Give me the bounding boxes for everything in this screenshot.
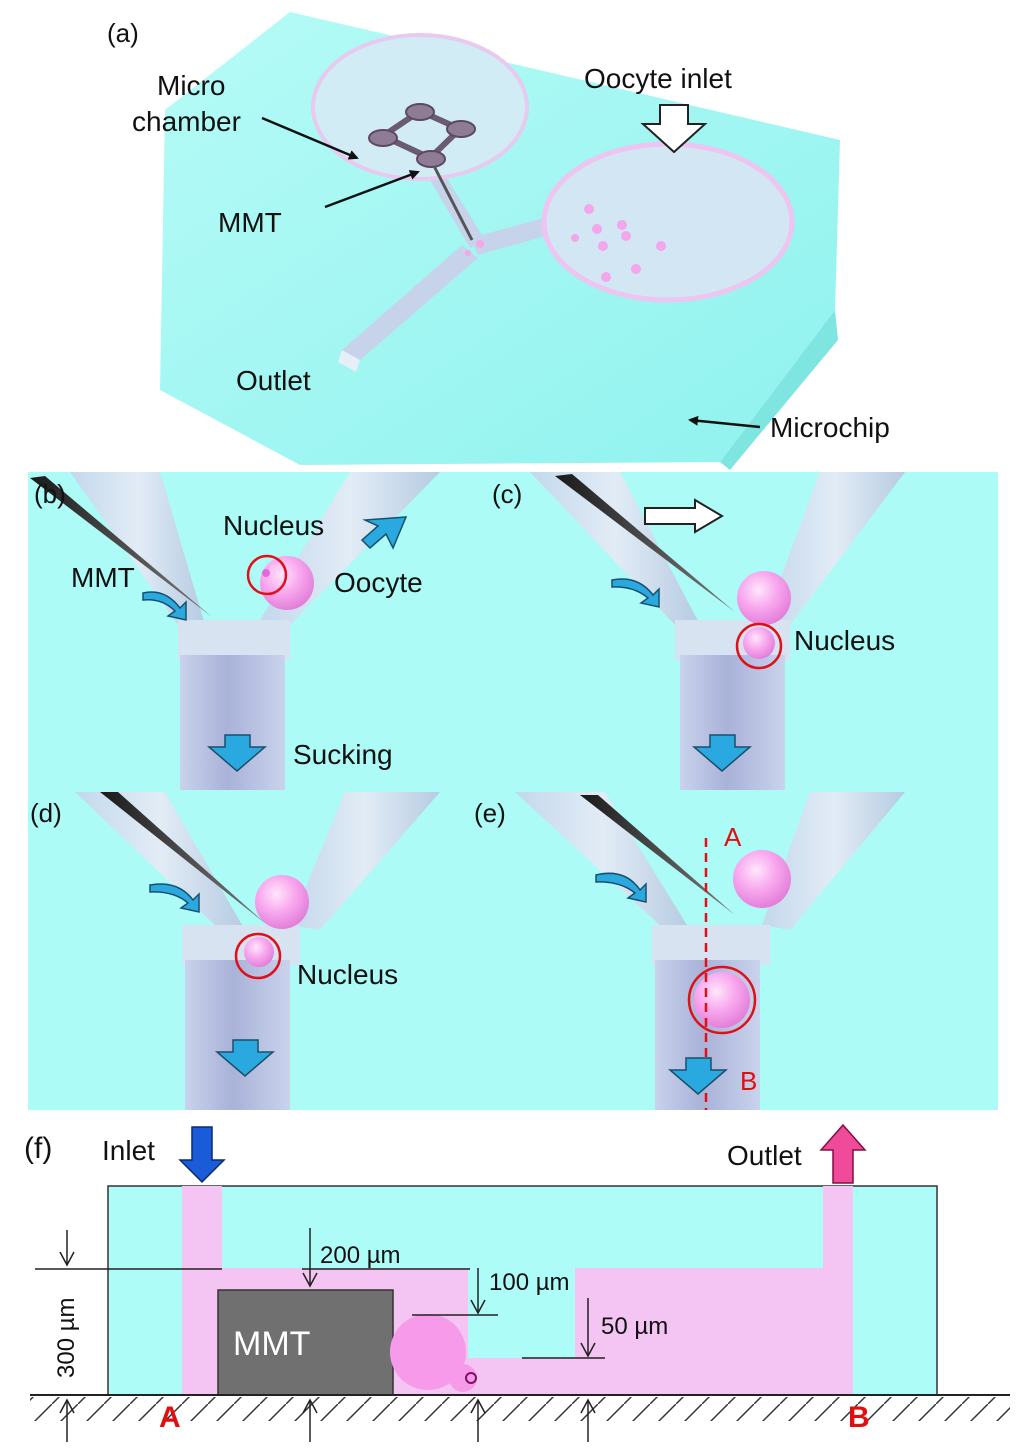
label-oocyte-inlet: Oocyte inlet	[584, 63, 732, 94]
nucleus-circle-d	[234, 932, 282, 980]
panel-a: (a) Micro chamber Oocyte inlet MMT Outle…	[107, 12, 890, 470]
panel-b: (b) Nucleus Oocyte MMT Sucking	[30, 472, 440, 790]
sucking-arrow-d	[214, 1039, 276, 1077]
panel-f: (f) Inlet Outlet MMT 200 µm 100 µm 50 µm…	[24, 1123, 1010, 1442]
mmt-needle-d	[100, 792, 266, 924]
label-200um: 200 µm	[320, 1242, 401, 1269]
panel-c: (c) Nucleus	[492, 472, 905, 790]
label-mmt-a: MMT	[218, 207, 282, 238]
label-chamber: chamber	[132, 106, 241, 137]
mmt-block	[217, 1289, 394, 1396]
sucking-arrow-c	[691, 734, 753, 772]
label-outlet-f: Outlet	[727, 1140, 802, 1171]
curved-arrow-d	[149, 883, 200, 913]
curved-arrow-c	[611, 578, 660, 608]
dimension-lines	[35, 1228, 605, 1442]
label-b-f: B	[848, 1401, 870, 1434]
curved-arrow-e	[595, 872, 647, 903]
oocyte-inlet-well	[541, 141, 795, 303]
panel-f-letter: (f)	[24, 1132, 52, 1165]
oocyte-d	[255, 875, 309, 929]
nucleus-piece-c	[743, 627, 775, 659]
nucleus-circle-e	[687, 965, 757, 1035]
label-nucleus-b: Nucleus	[223, 510, 324, 541]
label-nucleus-c: Nucleus	[794, 625, 895, 656]
channel-network	[338, 175, 560, 372]
label-a-e: A	[724, 822, 742, 852]
mmt-pointer	[324, 170, 420, 209]
panel-d-letter: (d)	[30, 798, 62, 828]
curved-arrow-b	[142, 591, 187, 621]
oocyte-cross-section	[390, 1314, 466, 1390]
label-300um: 300 µm	[53, 1297, 80, 1378]
nucleus-circle-b	[246, 554, 288, 596]
label-100um: 100 µm	[489, 1269, 570, 1296]
panel-b-letter: (b)	[34, 479, 66, 509]
panel-d: (d) Nucleus	[30, 792, 440, 1110]
nucleus-piece-e	[694, 972, 750, 1028]
sucking-arrow-e	[667, 1057, 729, 1095]
panel-e-letter: (e)	[474, 798, 506, 828]
label-nucleus-d: Nucleus	[297, 959, 398, 990]
nucleus-piece-d	[244, 937, 274, 967]
label-mmt-f: MMT	[233, 1325, 310, 1363]
inlet-arrow-f	[178, 1126, 226, 1184]
mmt-needle-b	[30, 476, 212, 617]
label-oocyte-b: Oocyte	[334, 567, 423, 598]
oocyte-arrow-b	[360, 516, 408, 550]
oocytes-in-well	[571, 204, 666, 282]
oocyte-b	[260, 556, 314, 610]
label-microchip: Microchip	[770, 412, 890, 443]
panel-a-letter: (a)	[107, 18, 139, 48]
mmt-needle-a	[432, 165, 474, 241]
label-mmt-b: MMT	[71, 562, 135, 593]
label-micro: Micro	[157, 70, 225, 101]
move-arrow-c	[644, 498, 724, 534]
label-b-e: B	[740, 1066, 757, 1096]
oocyte-e	[733, 850, 791, 908]
label-sucking: Sucking	[293, 739, 393, 770]
ground-hatch	[30, 1397, 1010, 1421]
panel-c-letter: (c)	[492, 479, 522, 509]
mmt-needle-c	[555, 474, 735, 612]
oocyte-inlet-arrow	[640, 104, 708, 154]
nucleus-circle-c	[735, 622, 783, 670]
mmt-needle-e	[580, 795, 735, 915]
oocyte-c	[737, 571, 791, 625]
microchip-pointer	[688, 415, 761, 429]
outlet-arrow-f	[819, 1123, 867, 1184]
label-outlet-a: Outlet	[236, 365, 311, 396]
nucleus-dot-f	[465, 1372, 477, 1384]
label-a-f: A	[159, 1401, 181, 1434]
microchip-edge	[720, 310, 838, 470]
mmt-square	[368, 103, 476, 168]
sucking-arrow-b	[206, 734, 268, 772]
label-inlet: Inlet	[102, 1135, 155, 1166]
panel-e: (e) A B	[474, 792, 905, 1110]
label-50um: 50 µm	[601, 1313, 668, 1340]
micro-chamber-pointer	[261, 116, 359, 160]
